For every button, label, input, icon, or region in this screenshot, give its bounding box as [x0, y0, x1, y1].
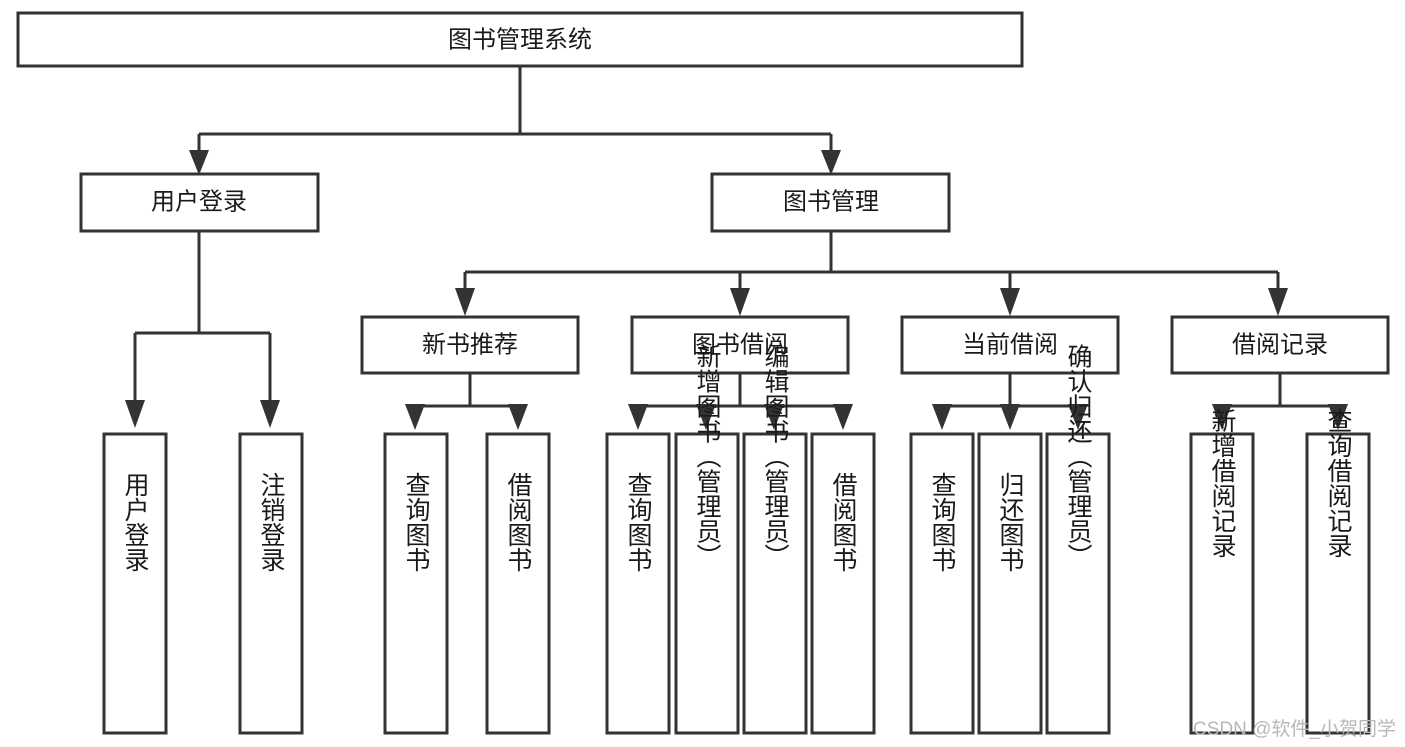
leaf-node-query-book-3[interactable]: 查询图书	[909, 432, 975, 735]
node-book-borrow-box	[630, 315, 850, 375]
arrow-root-to-book-management	[821, 150, 841, 175]
leaf-query-record-box	[1305, 432, 1371, 735]
connector-book-borrow-to-leaves	[628, 373, 853, 430]
node-root-label: 图书管理系统	[448, 26, 592, 53]
leaf-query-record-label: 查询借阅记录	[1324, 408, 1353, 558]
arrow-to-leaf-query-book-3	[932, 404, 952, 430]
leaf-add-record-box	[1189, 432, 1255, 735]
arrow-to-leaf-add-book	[696, 404, 716, 430]
leaf-borrow-book-1-box	[485, 432, 551, 735]
leaf-edit-book-label: 编辑图书（管理员）	[761, 344, 790, 569]
node-new-book-recommend-label: 新书推荐	[422, 331, 518, 358]
leaf-edit-book-box	[742, 432, 808, 735]
leaf-node-query-record[interactable]: 查询借阅记录	[1305, 408, 1371, 735]
node-user-login[interactable]: 用户登录	[79, 172, 320, 233]
leaf-confirm-return-label: 确认归还（管理员）	[1064, 344, 1093, 569]
arrow-to-borrow-record	[1268, 288, 1288, 316]
leaf-add-book-box	[674, 432, 740, 735]
arrow-to-leaf-edit-book	[764, 404, 784, 430]
node-book-management-box	[710, 172, 951, 233]
leaf-confirm-return-box	[1045, 432, 1111, 735]
leaf-node-user-login[interactable]: 用户登录	[102, 432, 168, 735]
node-book-borrow-label: 图书借阅	[692, 331, 788, 358]
node-borrow-record-label: 借阅记录	[1232, 331, 1328, 358]
leaf-node-confirm-return[interactable]: 确认归还（管理员）	[1045, 344, 1111, 735]
node-current-borrow[interactable]: 当前借阅	[900, 315, 1120, 375]
leaf-return-book-label: 归还图书	[996, 472, 1025, 572]
leaf-logout-login-box	[238, 432, 304, 735]
node-book-borrow[interactable]: 图书借阅	[630, 315, 850, 375]
node-root-box	[16, 11, 1024, 68]
leaf-query-book-1-label: 查询图书	[402, 472, 431, 572]
arrow-to-new-book-recommend	[455, 288, 475, 316]
leaf-node-query-book-2[interactable]: 查询图书	[605, 432, 671, 735]
node-new-book-recommend-box	[360, 315, 580, 375]
arrow-to-leaf-return-book	[1000, 404, 1020, 430]
arrow-to-leaf-borrow-book-2	[833, 404, 853, 430]
leaf-add-record-label: 新增借阅记录	[1208, 408, 1237, 558]
arrow-to-leaf-query-record	[1328, 404, 1348, 430]
leaf-user-login-label: 用户登录	[121, 472, 150, 572]
node-borrow-record[interactable]: 借阅记录	[1170, 315, 1390, 375]
node-root[interactable]: 图书管理系统	[16, 11, 1024, 68]
node-user-login-label: 用户登录	[151, 188, 247, 215]
leaf-node-logout-login[interactable]: 注销登录	[238, 432, 304, 735]
connector-current-borrow-to-leaves	[932, 373, 1088, 430]
connector-borrow-record-to-leaves	[1212, 373, 1348, 430]
node-book-management[interactable]: 图书管理	[710, 172, 951, 233]
arrow-to-current-borrow	[1000, 288, 1020, 316]
leaf-node-add-book[interactable]: 新增图书（管理员）	[674, 344, 740, 735]
leaf-borrow-book-2-label: 借阅图书	[829, 472, 858, 572]
leaf-query-book-3-box	[909, 432, 975, 735]
arrow-to-leaf-borrow-book-1	[508, 404, 528, 430]
node-book-management-label: 图书管理	[783, 188, 879, 215]
arrow-to-leaf-user-login	[125, 400, 145, 428]
leaf-logout-login-label: 注销登录	[257, 472, 286, 572]
leaf-query-book-2-box	[605, 432, 671, 735]
node-current-borrow-label: 当前借阅	[962, 331, 1058, 358]
leaf-add-book-label: 新增图书（管理员）	[693, 344, 722, 569]
leaf-user-login-box	[102, 432, 168, 735]
leaf-node-query-book-1[interactable]: 查询图书	[383, 432, 449, 735]
leaf-node-return-book[interactable]: 归还图书	[977, 432, 1043, 735]
connector-book-management-to-level3	[455, 231, 1288, 316]
leaf-borrow-book-1-label: 借阅图书	[504, 472, 533, 572]
leaf-node-borrow-book-2[interactable]: 借阅图书	[810, 432, 876, 735]
leaf-return-book-box	[977, 432, 1043, 735]
connector-new-book-recommend-to-leaves	[405, 373, 528, 430]
leaf-query-book-1-box	[383, 432, 449, 735]
leaf-query-book-2-label: 查询图书	[624, 472, 653, 572]
leaf-node-add-record[interactable]: 新增借阅记录	[1189, 408, 1255, 735]
leaf-node-borrow-book-1[interactable]: 借阅图书	[485, 432, 551, 735]
arrow-to-leaf-confirm-return	[1068, 404, 1088, 430]
connector-user-login-to-leaves	[125, 231, 280, 428]
arrow-to-leaf-query-book-2	[628, 404, 648, 430]
leaf-query-book-3-label: 查询图书	[928, 472, 957, 572]
node-current-borrow-box	[900, 315, 1120, 375]
csdn-watermark: CSDN @软件_小贺同学	[1193, 718, 1396, 740]
leaf-node-edit-book[interactable]: 编辑图书（管理员）	[742, 344, 808, 735]
arrow-root-to-user-login	[189, 150, 209, 175]
arrow-to-leaf-logout-login	[260, 400, 280, 428]
node-new-book-recommend[interactable]: 新书推荐	[360, 315, 580, 375]
arrow-to-leaf-query-book-1	[405, 404, 425, 430]
leaf-borrow-book-2-box	[810, 432, 876, 735]
arrow-to-leaf-add-record	[1212, 404, 1232, 430]
connector-root-to-level2	[189, 66, 841, 175]
arrow-to-book-borrow	[730, 288, 750, 316]
node-borrow-record-box	[1170, 315, 1390, 375]
